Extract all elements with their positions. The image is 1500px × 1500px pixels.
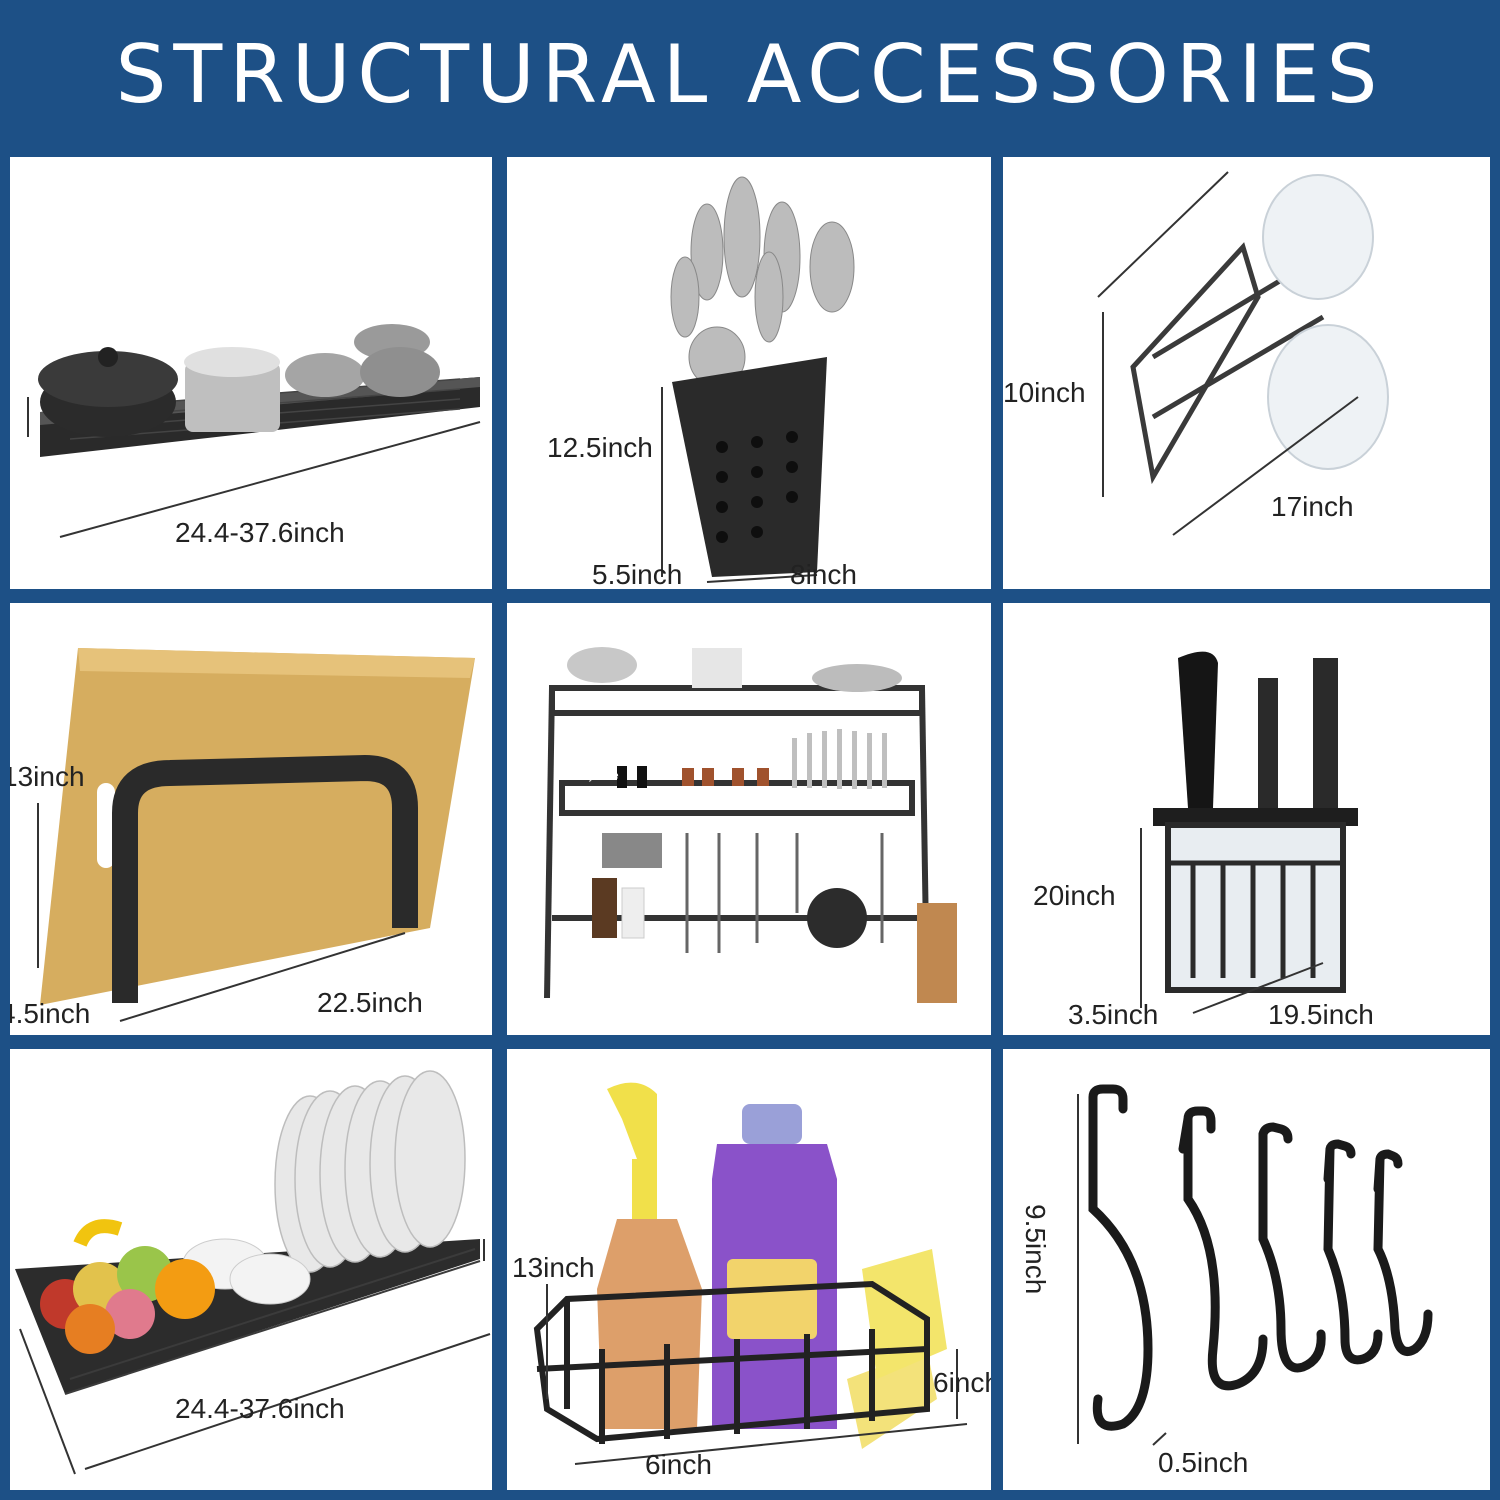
dimension-label: 24.4-37.6inch (175, 1393, 345, 1424)
panel-dish-basket: 24.4-37.6inch (10, 1049, 492, 1490)
brand-label: Lsyattire (577, 770, 619, 782)
dimension-label: 4.5inch (10, 998, 91, 1029)
panel-hooks: 9.5inch 0.5inch (1003, 1049, 1490, 1490)
panel-cutting-board-holder: 13inch 4.5inch 22.5inch (10, 603, 492, 1035)
over-sink-rack-image: Lsyattire (544, 647, 957, 1003)
dimension-label: 6inch (933, 1367, 991, 1398)
dimension-label: 5.5inch (592, 559, 683, 589)
utensil-holder-image (661, 176, 855, 583)
panel-cup-holder: 10inch 17inch (1003, 157, 1490, 589)
hooks-image (1077, 1084, 1433, 1446)
cutting-board-holder-image (37, 648, 475, 1022)
cup-holder-image (1097, 171, 1389, 536)
dimension-label: 20inch (1033, 880, 1116, 911)
dimension-label: 13inch (10, 761, 85, 792)
panel-knife-holder: 20inch 3.5inch 19.5inch (1003, 603, 1490, 1035)
dimension-label: 19.5inch (1268, 999, 1374, 1030)
dimension-label: 22.5inch (317, 987, 423, 1018)
dimension-label: 10inch (1003, 377, 1086, 408)
dimension-label: 0.5inch (1158, 1447, 1249, 1478)
dimension-label: 24.4-37.6inch (175, 517, 345, 548)
dimension-label: 3.5inch (1068, 999, 1159, 1030)
panel-shelf-rack: 24.4-37.6inch (10, 157, 492, 589)
panel-utensil-holder: 12.5inch 5.5inch 8inch (507, 157, 991, 589)
dimension-label: 13inch (512, 1252, 595, 1283)
dimension-label: 6inch (645, 1449, 712, 1480)
dish-basket-image (15, 1070, 491, 1475)
dimension-label: 17inch (1271, 491, 1354, 522)
dimension-label: 8inch (790, 559, 857, 589)
dimension-label: 9.5inch (1020, 1204, 1051, 1295)
knife-holder-image (1140, 651, 1358, 1014)
page-title: STRUCTURAL ACCESSORIES (115, 28, 1385, 121)
panel-over-sink-rack: Lsyattire (507, 603, 991, 1035)
caddy-basket-image (533, 1082, 968, 1465)
panel-caddy-basket: 13inch 6inch 6inch (507, 1049, 991, 1490)
shelf-rack-image (27, 324, 481, 538)
dimension-label: 12.5inch (547, 432, 653, 463)
